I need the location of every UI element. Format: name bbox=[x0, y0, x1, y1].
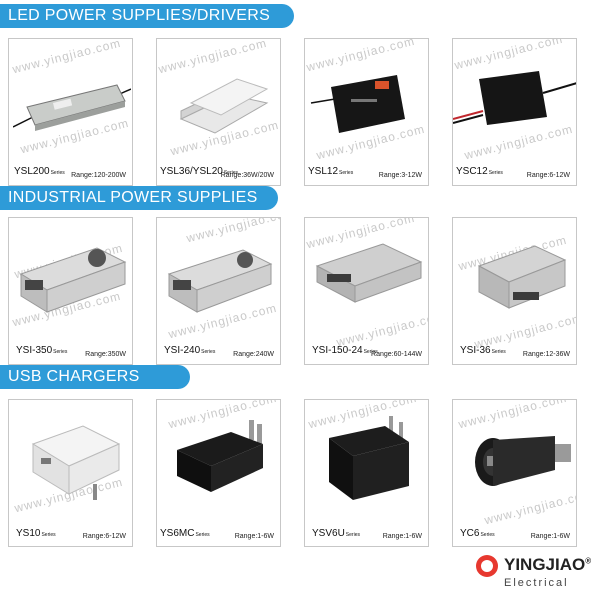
range-label: Range:350W bbox=[85, 351, 126, 358]
power-supply-image bbox=[477, 245, 567, 309]
led-driver-image bbox=[310, 75, 405, 133]
product-model: YSL200Series bbox=[14, 166, 65, 177]
product-card-ysl12[interactable]: www.yingjiao.com www.yingjiao.com Range:… bbox=[304, 38, 429, 186]
product-card-ysi-150-24[interactable]: www.yingjiao.com www.yingjiao.com Range:… bbox=[304, 217, 429, 365]
range-label: Range:36W/20W bbox=[220, 172, 274, 179]
product-model: YSC12Series bbox=[456, 166, 503, 177]
product-card-ysi-36[interactable]: www.yingjiao.com www.yingjiao.com Range:… bbox=[452, 217, 577, 365]
range-label: Range:6-12W bbox=[526, 172, 570, 179]
range-label: Range:1-6W bbox=[234, 533, 274, 540]
range-label: Range:1-6W bbox=[382, 533, 422, 540]
led-driver-image bbox=[453, 71, 576, 125]
brand-logo: YINGJIAO® Electrical bbox=[474, 553, 594, 597]
product-model: YSL36/YSL20Series bbox=[160, 166, 239, 177]
section-banner-industrial: INDUSTRIAL POWER SUPPLIES bbox=[0, 186, 278, 210]
product-model: YSL12Series bbox=[308, 166, 354, 177]
logo-mark-icon bbox=[476, 555, 498, 577]
product-card-ysv6u[interactable]: www.yingjiao.com Range:1-6W bbox=[304, 399, 429, 547]
product-card-ysc12[interactable]: www.yingjiao.com www.yingjiao.com Range:… bbox=[452, 38, 577, 186]
range-label: Range:6-12W bbox=[82, 533, 126, 540]
product-card-ysl36[interactable]: www.yingjiao.com www.yingjiao.com Range:… bbox=[156, 38, 281, 186]
section-banner-led: LED POWER SUPPLIES/DRIVERS bbox=[0, 4, 294, 28]
brand-name: YINGJIAO® bbox=[504, 555, 592, 574]
section-banner-usb: USB CHARGERS bbox=[0, 365, 190, 389]
product-card-ysi-240[interactable]: www.yingjiao.com www.yingjiao.com Range:… bbox=[156, 217, 281, 365]
product-model: YC6Series bbox=[460, 528, 495, 539]
product-card-ys10[interactable]: www.yingjiao.com Range:6-12W bbox=[8, 399, 133, 547]
product-card-yc6[interactable]: www.yingjiao.com www.yingjiao.com Range:… bbox=[452, 399, 577, 547]
usb-charger-image bbox=[177, 420, 263, 492]
product-model: YS10Series bbox=[16, 528, 56, 539]
range-label: Range:60-144W bbox=[371, 351, 422, 358]
range-label: Range:240W bbox=[233, 351, 274, 358]
usb-charger-image bbox=[329, 416, 409, 500]
product-model: YS6MCSeries bbox=[160, 528, 210, 539]
power-supply-image bbox=[315, 243, 423, 303]
product-card-ysi-350[interactable]: www.yingjiao.com www.yingjiao.com Range:… bbox=[8, 217, 133, 365]
power-supply-image bbox=[167, 249, 273, 313]
range-label: Range:120-200W bbox=[71, 172, 126, 179]
led-driver-image bbox=[13, 84, 131, 131]
product-model: YSI-36Series bbox=[460, 345, 506, 356]
product-card-ys6mc[interactable]: www.yingjiao.com Range:1-6W bbox=[156, 399, 281, 547]
power-supply-image bbox=[19, 247, 127, 313]
product-card-ysl200[interactable]: www.yingjiao.com www.yingjiao.com Range:… bbox=[8, 38, 133, 186]
brand-subtitle: Electrical bbox=[504, 577, 569, 589]
range-label: Range:12-36W bbox=[522, 351, 570, 358]
product-model: YSI-350Series bbox=[16, 345, 68, 356]
range-label: Range:3-12W bbox=[378, 172, 422, 179]
product-model: YSI-240Series bbox=[164, 345, 216, 356]
led-driver-image bbox=[179, 78, 269, 134]
product-model: YSV6USeries bbox=[312, 528, 360, 539]
product-model: YSI-150-24Series bbox=[312, 345, 378, 356]
car-charger-image bbox=[475, 436, 571, 486]
watermark: www.yingjiao.com bbox=[10, 38, 123, 77]
range-label: Range:1-6W bbox=[530, 533, 570, 540]
watermark: www.yingjiao.com bbox=[334, 308, 429, 350]
usb-charger-image bbox=[31, 425, 121, 500]
